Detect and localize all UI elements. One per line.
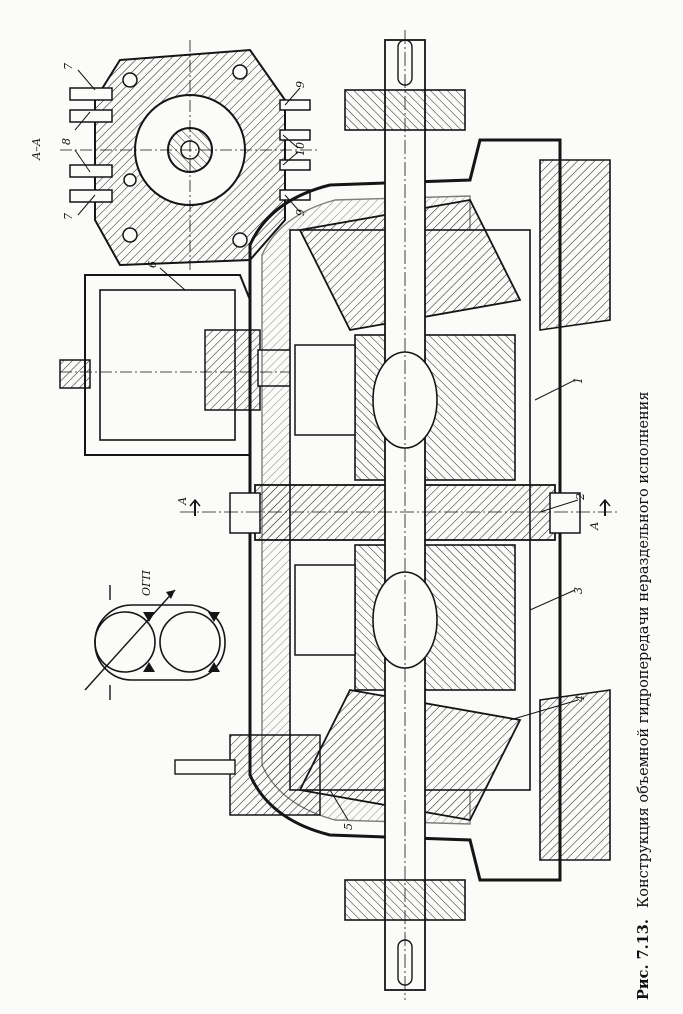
callout-3: 3 bbox=[572, 587, 585, 594]
callout-6: 6 bbox=[146, 261, 159, 268]
figure-caption: Рис. 7.13. Конструкция объемной гидропер… bbox=[635, 392, 652, 1000]
caption-text: Конструкция объемной гидропередачи нераз… bbox=[636, 392, 652, 908]
callout-4: 4 bbox=[574, 695, 587, 703]
symbol-label: ОГП bbox=[140, 570, 153, 596]
callout-8: 8 bbox=[60, 138, 73, 145]
callout-7-top: 7 bbox=[62, 63, 75, 70]
callout-1: 1 bbox=[572, 377, 585, 384]
callout-9-top: 9 bbox=[294, 81, 307, 88]
cut-mark-left: А bbox=[176, 497, 189, 506]
hydraulic-symbol bbox=[85, 585, 225, 700]
caption-prefix: Рис. 7.13. bbox=[635, 919, 652, 1000]
callout-9-bottom: 9 bbox=[294, 209, 307, 216]
cut-mark-right: А bbox=[588, 522, 601, 531]
section-title: А–А bbox=[30, 138, 43, 161]
callout-5: 5 bbox=[342, 823, 355, 830]
callout-2: 2 bbox=[574, 493, 587, 501]
callout-10: 10 bbox=[294, 142, 307, 156]
callout-7-bottom: 7 bbox=[62, 213, 75, 220]
